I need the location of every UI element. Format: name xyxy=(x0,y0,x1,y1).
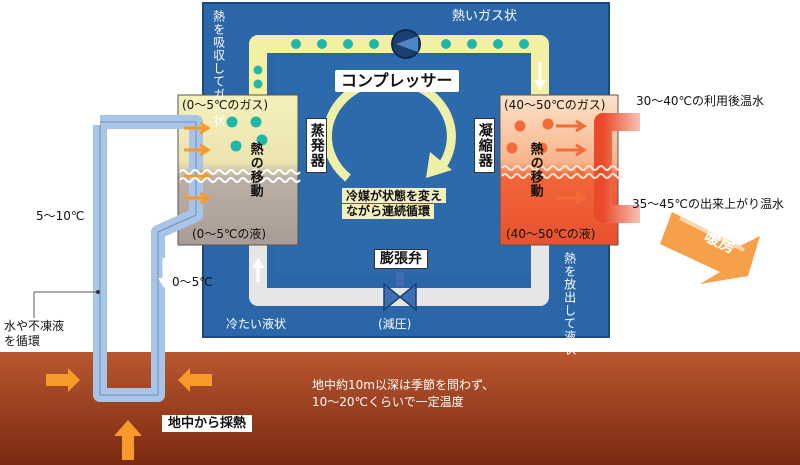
refrigerant-dot xyxy=(317,39,327,49)
refrigerant-dot xyxy=(514,120,526,132)
heat-move-label-right: 熱の移動 xyxy=(527,142,543,198)
return-water-label: 30～40℃の利用後温水 xyxy=(636,94,765,108)
heat-arrow-icon xyxy=(556,119,587,133)
liquid-wave xyxy=(179,177,301,183)
antifreeze-label-line2: を循環 xyxy=(4,334,41,348)
heat-flow-arrows xyxy=(184,119,587,205)
antifreeze-pointer xyxy=(33,291,98,318)
refrigerant-dot xyxy=(542,118,554,130)
antifreeze-label-line1: 水や不凍液 xyxy=(4,319,65,333)
ground-note-line2: 10～20℃くらいで一定温度 xyxy=(312,395,464,409)
evaporator-liquid-temp: (0～5℃の液) xyxy=(192,227,267,241)
ground-heat-label: 地中から採熱 xyxy=(162,415,253,432)
cold-liquid-label: 冷たい液状 xyxy=(226,317,287,331)
refrigerant-dot xyxy=(250,116,262,128)
condenser-liquid-temp: (40～50℃の液) xyxy=(506,227,596,241)
decompression-label: (減圧) xyxy=(378,317,412,331)
refrigerant-dot xyxy=(467,39,477,49)
evaporator-label: 蒸発器 xyxy=(306,118,327,173)
liquid-wave xyxy=(501,173,623,179)
heat-arrow-icon xyxy=(184,143,211,157)
refrigerant-dots xyxy=(226,39,554,154)
ground-down-temp-label: 0～5℃ xyxy=(172,275,213,289)
absorb-heat-label: 熱を吸収してガス状 xyxy=(211,10,226,127)
ground-heat-arrow-right xyxy=(178,368,212,392)
heat-arrow-icon xyxy=(184,121,211,135)
ground-note-line1: 地中約10m以深は季節を問わず、 xyxy=(312,378,495,392)
ground-heat-arrow-bottom xyxy=(114,420,142,460)
cycle-label-line1: 冷媒が状態を変え xyxy=(342,188,447,203)
liquid-wave xyxy=(501,165,623,171)
condenser-label: 凝縮器 xyxy=(474,118,495,173)
heat-arrow-icon xyxy=(556,143,587,157)
refrigerant-dot xyxy=(291,39,301,49)
refrigerant-dot xyxy=(519,39,529,49)
cycle-label-line2: ながら連続循環 xyxy=(342,204,435,219)
compressor-label: コンプレッサー xyxy=(335,70,459,92)
ground-heat-arrow-left xyxy=(46,368,80,392)
refrigerant-dot xyxy=(230,140,242,152)
release-heat-label: 熱を放出して液状 xyxy=(562,252,577,356)
refrigerant-dot xyxy=(441,39,451,49)
refrigerant-dot xyxy=(493,39,503,49)
condenser-gas-temp: (40～50℃のガス) xyxy=(504,98,606,112)
heat-move-label-left: 熱の移動 xyxy=(247,142,263,198)
expansion-valve-icon xyxy=(383,282,417,312)
heating-arrow-icon xyxy=(660,212,760,284)
hot-gas-label: 熱いガス状 xyxy=(452,9,518,24)
refrigerant-dot xyxy=(253,65,263,75)
refrigerant-dot xyxy=(506,142,518,154)
refrigerant-dot xyxy=(343,39,353,49)
refrigerant-dot xyxy=(253,79,263,89)
refrigerant-dot xyxy=(226,116,238,128)
ground-up-temp-label: 5～10℃ xyxy=(36,209,85,223)
heat-arrow-icon xyxy=(184,191,211,205)
evaporator-gas-temp: (0～5℃のガス) xyxy=(182,98,269,112)
refrigerant-dot xyxy=(369,39,379,49)
liquid-wave xyxy=(179,169,301,175)
supply-water-label: 35～45℃の出来上がり温水 xyxy=(632,197,785,211)
refrigerant-dot xyxy=(536,142,548,154)
liquid-surface-waves xyxy=(179,165,623,183)
heat-arrow-icon xyxy=(556,191,587,205)
refrigerant-dot xyxy=(256,134,268,146)
expansion-valve-label: 膨張弁 xyxy=(374,249,428,269)
